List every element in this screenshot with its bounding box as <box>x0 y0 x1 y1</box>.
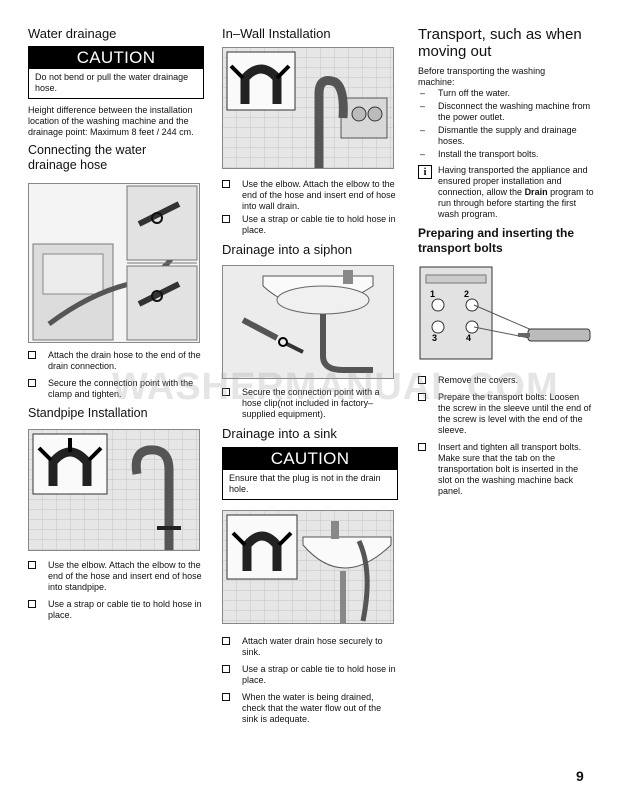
transport-item: –Disconnect the washing machine from the… <box>420 101 591 122</box>
siphon-step: Secure the connection point with a hose … <box>222 387 398 420</box>
siphon-heading: Drainage into a siphon <box>222 242 353 257</box>
standpipe-figure <box>28 429 200 551</box>
in-wall-illustration <box>223 48 393 168</box>
checkbox-square-icon <box>222 180 230 188</box>
transport-bolts-figure: 1 2 3 4 <box>418 265 594 363</box>
checkbox-square-icon <box>28 351 36 359</box>
checkbox-square-icon <box>222 215 230 223</box>
before-transport-text: Before transporting the washing machine: <box>418 66 546 87</box>
preparing-bolts-heading: Preparing and inserting the transport bo… <box>418 226 575 255</box>
standpipe-illustration <box>29 430 199 550</box>
sink-step: When the water is being drained, check t… <box>222 692 398 725</box>
sink-illustration <box>223 511 393 623</box>
info-icon: i <box>418 165 432 179</box>
standpipe-heading: Standpipe Installation <box>28 406 148 420</box>
checkbox-square-icon <box>222 637 230 645</box>
bolt-step: Remove the covers. <box>418 375 594 386</box>
bolt-steps-list: Remove the covers. Prepare the transport… <box>418 375 594 497</box>
checkbox-square-icon <box>418 393 426 401</box>
bolt-step: Insert and tighten all transport bolts. … <box>418 442 594 497</box>
standpipe-step: Use a strap or cable tie to hold hose in… <box>28 599 204 621</box>
transport-dash-list: –Turn off the water. –Disconnect the was… <box>418 88 594 160</box>
connecting-hose-illustration <box>29 184 199 342</box>
sink-step: Attach water drain hose securely to sink… <box>222 636 398 658</box>
checkbox-square-icon <box>418 376 426 384</box>
transport-item: –Turn off the water. <box>420 88 511 98</box>
checkbox-square-icon <box>28 600 36 608</box>
column-left: Water drainage CAUTION Do not bend or pu… <box>28 22 204 627</box>
siphon-steps-list: Secure the connection point with a hose … <box>222 387 398 420</box>
checkbox-square-icon <box>28 561 36 569</box>
height-difference-text: Height difference between the installati… <box>28 105 194 137</box>
caution-label: CAUTION <box>29 47 203 69</box>
bolt-label-2: 2 <box>464 289 469 299</box>
bolt-label-4: 4 <box>466 333 471 343</box>
column-right: Transport, such as when moving out Befor… <box>418 22 594 503</box>
info-note: i Having transported the appliance and e… <box>418 165 594 220</box>
sink-figure <box>222 510 394 624</box>
transport-item: –Dismantle the supply and drainage hoses… <box>420 125 577 146</box>
checkbox-square-icon <box>418 443 426 451</box>
in-wall-step: Use a strap or cable tie to hold hose in… <box>222 214 398 236</box>
transport-item: –Install the transport bolts. <box>420 149 539 159</box>
in-wall-steps-list: Use the elbow. Attach the elbow to the e… <box>222 179 398 236</box>
transport-bolts-illustration: 1 2 3 4 <box>419 266 591 360</box>
in-wall-heading: In–Wall Installation <box>222 26 331 41</box>
caution-box-hose: CAUTION Do not bend or pull the water dr… <box>28 46 204 99</box>
checkbox-square-icon <box>222 665 230 673</box>
connect-step: Attach the drain hose to the end of the … <box>28 350 204 372</box>
caution-box-plug: CAUTION Ensure that the plug is not in t… <box>222 447 398 500</box>
caution-label: CAUTION <box>223 448 397 470</box>
checkbox-square-icon <box>28 379 36 387</box>
connecting-hose-heading: Connecting the water drainage hose <box>28 143 147 172</box>
sink-heading: Drainage into a sink <box>222 426 337 441</box>
caution-message: Do not bend or pull the water drainage h… <box>35 72 189 93</box>
bolt-label-3: 3 <box>432 333 437 343</box>
caution-message: Ensure that the plug is not in the drain… <box>229 473 381 494</box>
standpipe-step: Use the elbow. Attach the elbow to the e… <box>28 560 204 593</box>
water-drainage-heading: Water drainage <box>28 26 117 41</box>
transport-heading: Transport, such as when moving out <box>418 26 582 60</box>
connect-steps-list: Attach the drain hose to the end of the … <box>28 350 204 400</box>
page-number: 9 <box>576 768 584 784</box>
siphon-figure <box>222 265 394 379</box>
connecting-hose-figure <box>28 183 200 343</box>
bolt-label-1: 1 <box>430 289 435 299</box>
column-middle: In–Wall Installation Use the elbow. Atta… <box>222 22 398 731</box>
connect-step: Secure the connection point with the cla… <box>28 378 204 400</box>
sink-step: Use a strap or cable tie to hold hose in… <box>222 664 398 686</box>
bolt-step: Prepare the transport bolts: Loosen the … <box>418 392 594 436</box>
in-wall-step: Use the elbow. Attach the elbow to the e… <box>222 179 398 212</box>
checkbox-square-icon <box>222 388 230 396</box>
in-wall-figure <box>222 47 394 169</box>
standpipe-steps-list: Use the elbow. Attach the elbow to the e… <box>28 560 204 621</box>
sink-steps-list: Attach water drain hose securely to sink… <box>222 636 398 725</box>
checkbox-square-icon <box>222 693 230 701</box>
siphon-illustration <box>223 266 393 378</box>
